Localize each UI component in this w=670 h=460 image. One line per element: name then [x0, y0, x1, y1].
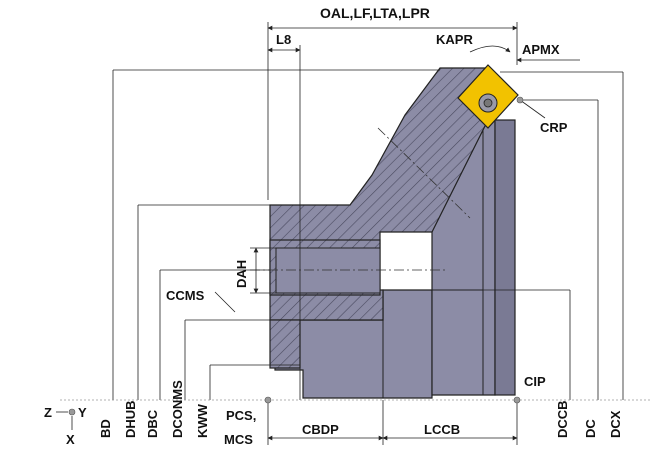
- label-dhub: DHUB: [123, 400, 138, 438]
- label-kww: KWW: [195, 403, 210, 438]
- crp-dot: [516, 96, 524, 104]
- label-bd: BD: [98, 419, 113, 438]
- label-apmx: APMX: [522, 42, 560, 57]
- label-pcs: PCS,: [226, 408, 256, 423]
- pcs-origin-dot: [264, 396, 272, 404]
- label-lccb: LCCB: [424, 422, 460, 437]
- cip-dot: [513, 396, 521, 404]
- body-right-face: [494, 119, 516, 396]
- label-kapr: KAPR: [436, 32, 473, 47]
- label-axis-x: X: [66, 432, 75, 447]
- label-l8: L8: [276, 32, 291, 47]
- label-ccms: CCMS: [166, 288, 205, 303]
- label-dccb: DCCB: [555, 400, 570, 438]
- dimension-lines: [60, 22, 650, 445]
- label-axis-z: Z: [44, 405, 52, 420]
- label-cip: CIP: [524, 374, 546, 389]
- insert: [457, 64, 519, 129]
- label-mcs: MCS: [224, 432, 253, 447]
- label-crp: CRP: [540, 120, 568, 135]
- cutter-body: [250, 67, 516, 399]
- label-dcx: DCX: [608, 410, 623, 438]
- bore-hole: [275, 247, 381, 294]
- label-dbc: DBC: [145, 409, 160, 438]
- label-dc: DC: [583, 419, 598, 438]
- keyway: [269, 319, 301, 369]
- label-dconms: DCONMS: [170, 380, 185, 438]
- label-oal: OAL,LF,LTA,LPR: [320, 5, 430, 21]
- label-axis-y: Y: [78, 405, 87, 420]
- label-cbdp: CBDP: [302, 422, 339, 437]
- axis-origin-dot: [68, 408, 76, 416]
- label-dah: DAH: [234, 260, 249, 288]
- insert-axis-line: [377, 127, 471, 219]
